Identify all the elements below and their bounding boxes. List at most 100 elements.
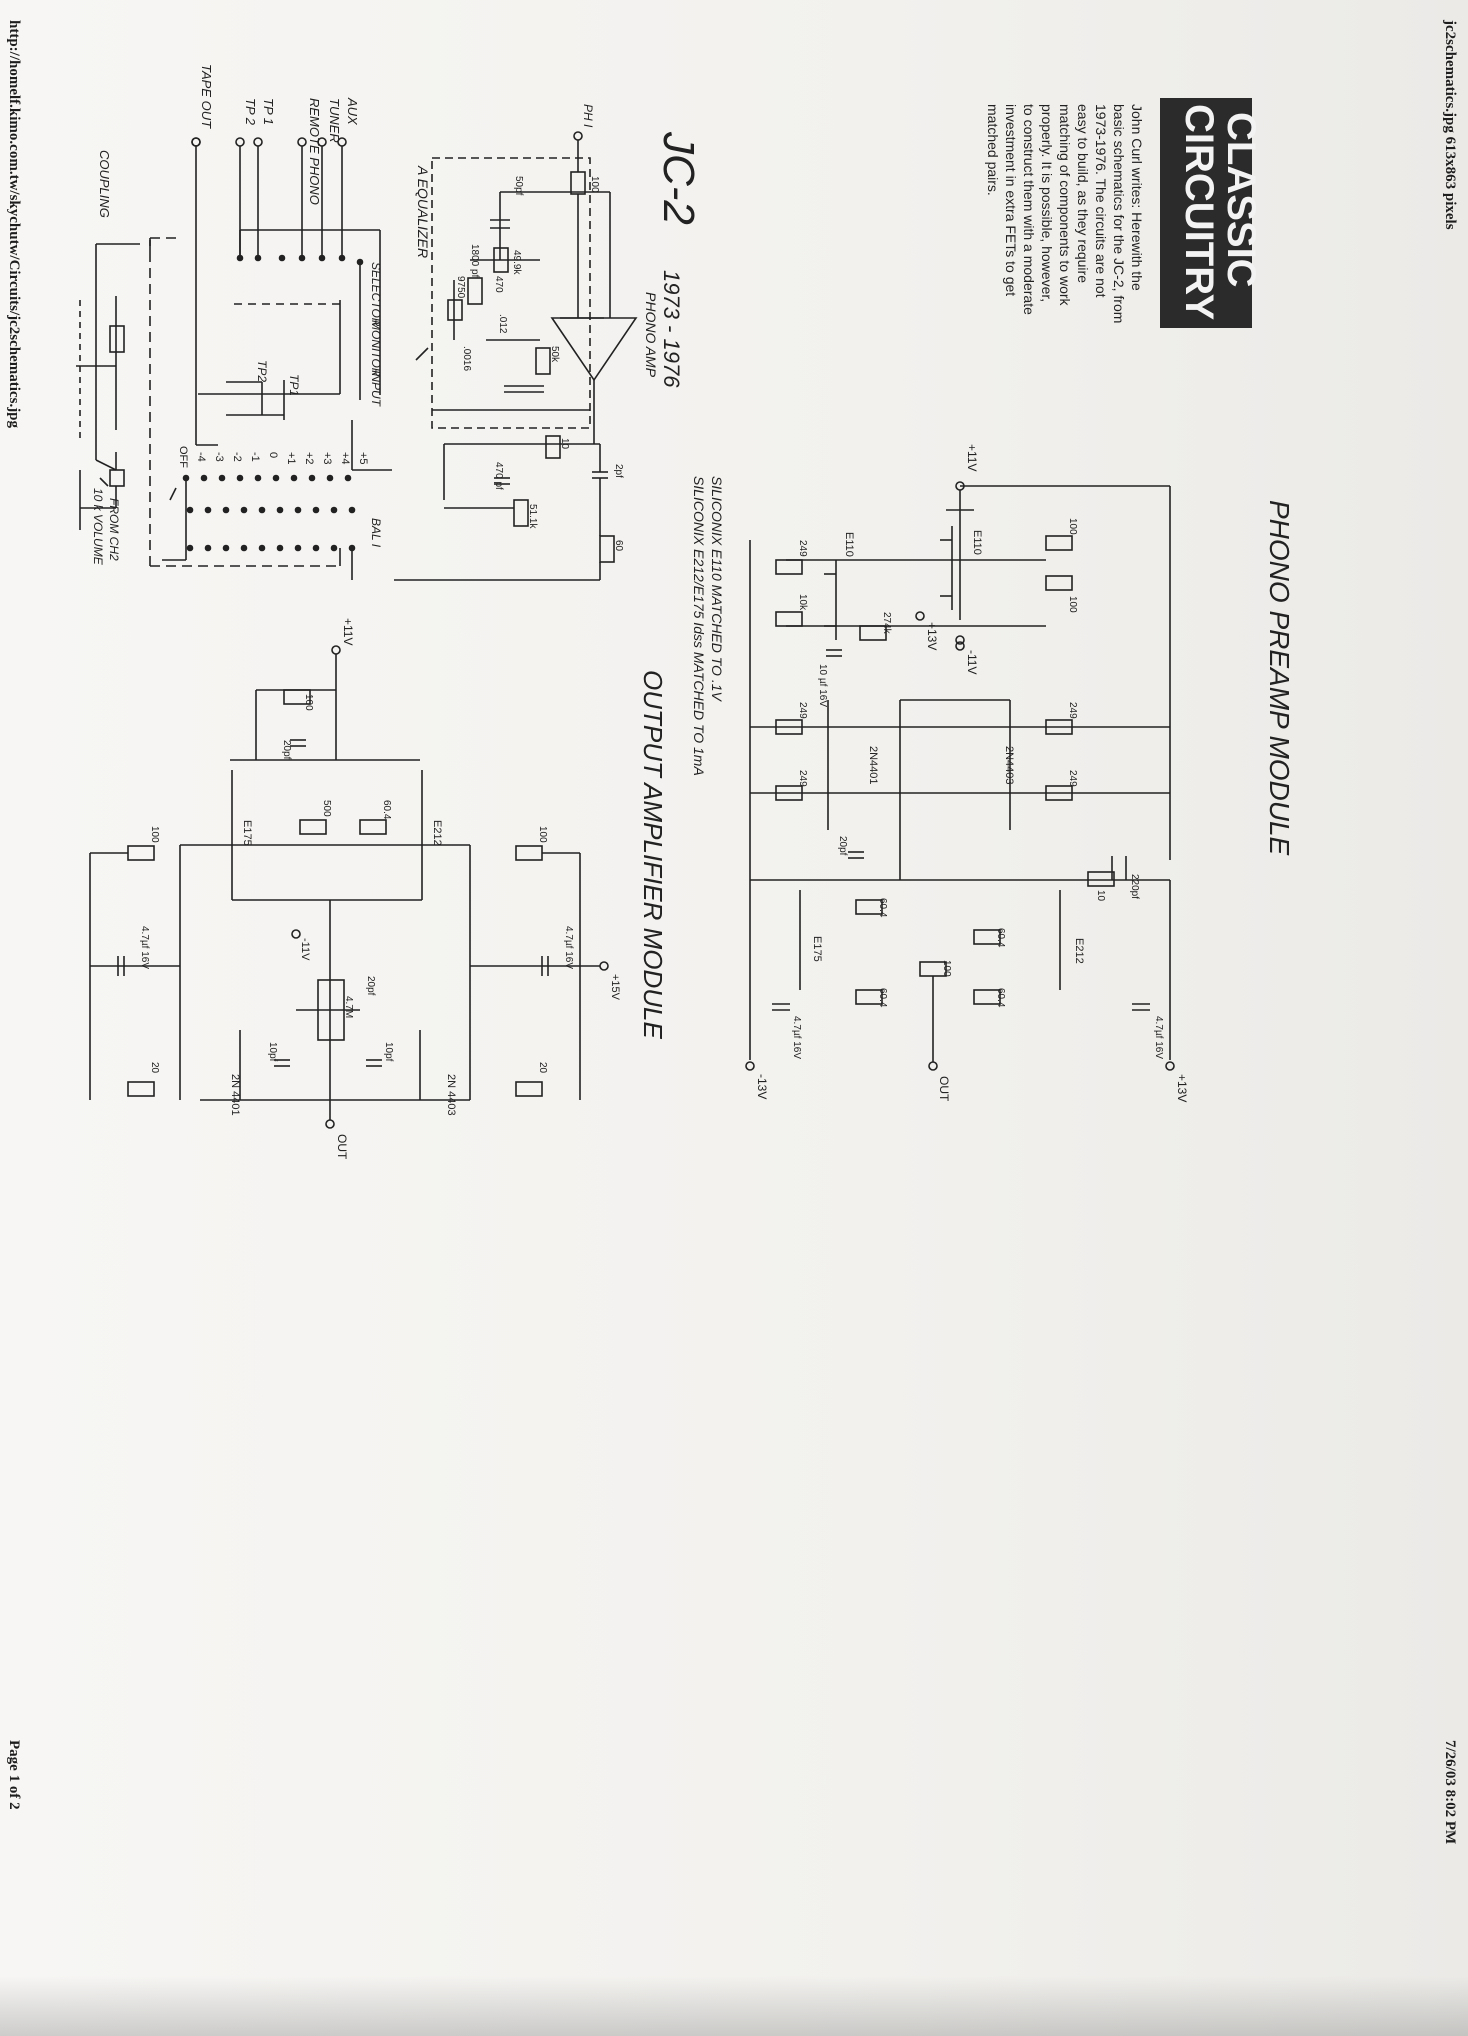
- preamp-e110-a: E110: [971, 530, 983, 555]
- preamp-r249-b: 249: [797, 702, 808, 719]
- preamp-c47-b: 4.7µf 16V: [1153, 1016, 1164, 1059]
- preamp-r100-b: 100: [1067, 596, 1078, 613]
- monitor-label: MONITOR: [369, 320, 383, 377]
- coupling-label: COUPLING: [97, 150, 112, 218]
- output-e212: E212: [431, 820, 443, 846]
- preamp-r249-a: 249: [797, 540, 808, 557]
- preamp-minus11v: -11V: [965, 650, 979, 674]
- output-r500: 500: [321, 800, 332, 817]
- preamp-r100-a: 100: [1067, 518, 1078, 535]
- gain-step-off: OFF: [177, 446, 189, 468]
- volume-from-ch2: FROM CH2: [107, 498, 121, 561]
- eq-c2pf: 2pf: [613, 464, 624, 478]
- phono-input-label: PH I: [581, 104, 595, 128]
- preamp-plus13v-mid: +13V: [925, 622, 939, 650]
- gain-step-plus5: +5: [357, 452, 369, 465]
- input-selector-wiring: [76, 137, 392, 580]
- output-amplifier-module-title: OUTPUT AMPLIFIER MODULE: [638, 670, 668, 1040]
- balance-label: BAL I: [369, 518, 383, 548]
- preamp-c220pf: 220pf: [1129, 874, 1140, 899]
- tape-out-label: TAPE OUT: [199, 64, 214, 129]
- output-r604: 60.4: [381, 800, 392, 820]
- tp1-label: TP1: [287, 374, 301, 396]
- intro-line-4: easy to build, as they require: [1075, 104, 1091, 283]
- eq-c1800pf: 1800 pf: [469, 244, 480, 278]
- eq-r470: 470: [493, 276, 504, 293]
- eq-c012: .012: [497, 314, 508, 334]
- output-e175: E175: [241, 820, 253, 846]
- selector-label: SELECTOR: [369, 262, 383, 327]
- gain-step-minus2: -2: [231, 452, 243, 462]
- preamp-c10uf: 10 µf 16V: [817, 664, 828, 707]
- eq-r9750: 9750: [455, 276, 466, 299]
- eq-r100: 100: [589, 176, 600, 193]
- input-tuner: TUNER: [327, 98, 342, 143]
- preamp-minus13v: -13V: [755, 1074, 769, 1099]
- output-amplifier-circuit: [89, 645, 609, 1129]
- preamp-out: OUT: [937, 1076, 951, 1102]
- intro-line-7: to construct them with a moderate: [1021, 104, 1037, 315]
- output-r100-top: 100: [303, 694, 314, 711]
- matching-note-1: SILICONIX E110 MATCHED TO .1V: [709, 476, 725, 703]
- preamp-e212: E212: [1073, 938, 1085, 964]
- output-minus11v: -11V: [299, 938, 311, 961]
- preamp-e175: E175: [811, 936, 823, 962]
- intro-line-6: properly. It is possible, however,: [1039, 104, 1055, 302]
- phono-preamp-module-title: PHONO PREAMP MODULE: [1264, 500, 1295, 856]
- preamp-c20pf: 20pf: [837, 836, 848, 856]
- output-c20pf: 20pf: [281, 740, 292, 760]
- input-label: INPUT: [369, 370, 383, 408]
- output-r47m: 4.7M: [343, 996, 354, 1018]
- preamp-r249-c: 249: [797, 770, 808, 787]
- output-r100-b: 100: [537, 826, 548, 843]
- model-years: 1973 - 1976: [659, 270, 684, 388]
- gain-step-plus3: +3: [321, 452, 333, 465]
- eq-c0016: .0016: [461, 346, 472, 371]
- preamp-r274k: 274k: [881, 612, 892, 635]
- output-r20-a: 20: [149, 1062, 160, 1074]
- gain-step-plus2: +2: [303, 452, 315, 465]
- input-tp2: TP 2: [243, 98, 258, 126]
- page-bottom-shadow: [0, 1976, 1468, 2036]
- preamp-plus11v: +11V: [965, 444, 979, 471]
- output-c47-b: 4.7µf 16V: [563, 926, 574, 969]
- intro-line-8: investment in extra FETs to get: [1003, 104, 1019, 296]
- tp2-label: TP2: [255, 360, 269, 382]
- model-title: JC-2: [654, 131, 703, 225]
- gain-step-zero: 0: [267, 452, 279, 458]
- volume-label: 10 k VOLUME: [91, 488, 105, 566]
- preamp-r249-d: 249: [1067, 702, 1078, 719]
- eq-r10: 10: [559, 438, 570, 450]
- preamp-r249-e: 249: [1067, 770, 1078, 787]
- eq-r51k: 51.1k: [527, 504, 538, 529]
- gain-step-minus1: -1: [249, 452, 261, 462]
- intro-line-2: basic schematics for the JC-2, from: [1111, 104, 1127, 323]
- preamp-r60-a: 60.4: [877, 898, 888, 918]
- output-c10pf-a: 10pf: [267, 1042, 278, 1062]
- preamp-r60-c: 60.4: [995, 928, 1006, 948]
- phono-equalizer-stage: [394, 131, 638, 581]
- input-tp1: TP 1: [261, 98, 276, 125]
- output-r20-b: 20: [537, 1062, 548, 1074]
- phono-preamp-circuit: [745, 481, 1175, 1071]
- preamp-2n4401: 2N4401: [867, 746, 879, 785]
- output-c10pf-b: 10pf: [383, 1042, 394, 1062]
- eq-r49k: 49.9k: [511, 250, 522, 275]
- gain-step-plus1: +1: [285, 452, 297, 465]
- output-q-2n4403: 2N 4403: [445, 1074, 457, 1116]
- phono-amp-label: PHONO AMP: [643, 292, 659, 378]
- classic-circuitry-logo: [1160, 98, 1252, 328]
- logo-classic: CLASSIC: [1219, 112, 1263, 288]
- preamp-c47-a: 4.7µf 16V: [791, 1016, 802, 1059]
- output-plus11v: +11V: [341, 618, 355, 645]
- preamp-r10: 10: [1095, 890, 1106, 902]
- equalizer-label: A EQUALIZER: [415, 165, 431, 258]
- output-plus15v: +15V: [609, 974, 621, 1001]
- intro-line-9: matched pairs.: [985, 104, 1001, 196]
- output-c20pf-b: 20pf: [365, 976, 376, 996]
- eq-r50k: 50k: [549, 346, 560, 363]
- input-remote-phono: REMOTE PHONO: [307, 98, 322, 205]
- preamp-plus13v: +13V: [1175, 1074, 1189, 1102]
